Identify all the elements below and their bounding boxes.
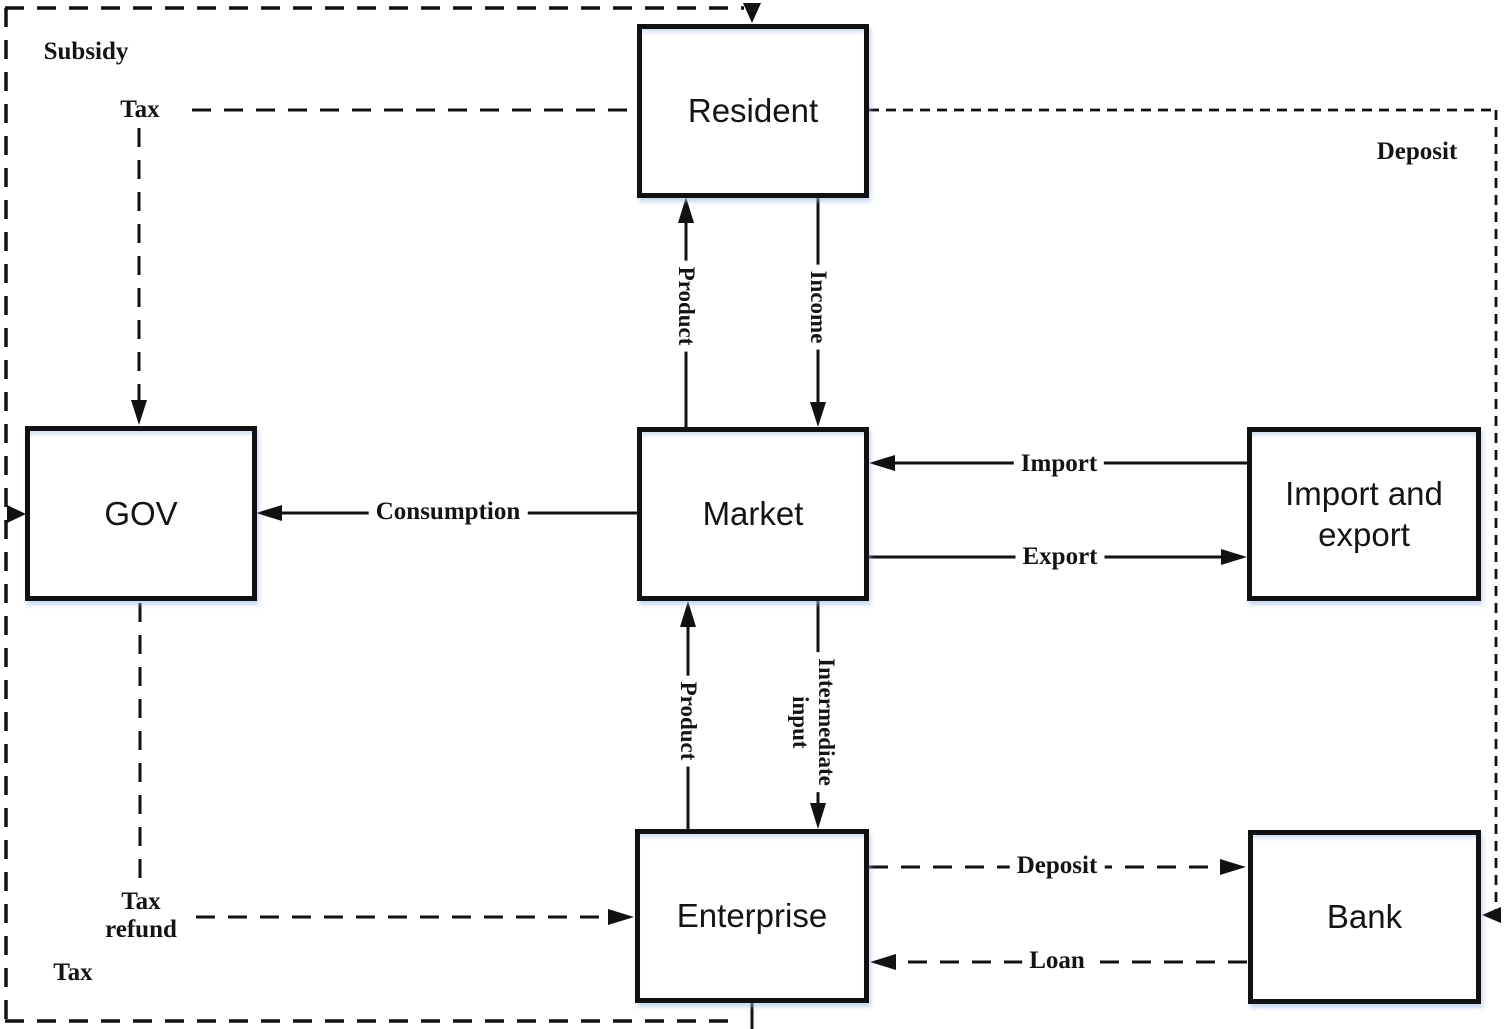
label-export: Export [1015, 542, 1105, 572]
node-market: Market [637, 427, 869, 601]
label-import: Import [1013, 449, 1105, 479]
node-bank: Bank [1248, 830, 1481, 1004]
arrowhead-tax-into-gov-left [7, 505, 26, 523]
label-tax-resident-to-gov: Tax [113, 95, 167, 125]
arrowhead-tax-refund-into-enterprise [608, 909, 634, 925]
label-loan: Loan [1022, 946, 1092, 976]
arrowhead-tax-into-gov-top [131, 400, 147, 425]
arrowhead-loan-into-enterprise [870, 954, 896, 970]
node-gov: GOV [25, 426, 257, 601]
label-subsidy: Subsidy [36, 37, 136, 67]
label-intermediate-input: Intermediate input [786, 652, 840, 792]
arrowhead-import-into-market [869, 455, 895, 471]
arrowhead-intermediate-into-enterprise [810, 803, 826, 829]
label-tax-refund: Tax refund [98, 887, 184, 945]
arrowhead-deposit-into-bank-left [1220, 859, 1246, 875]
label-income: Income [804, 264, 832, 350]
arrowhead-subsidy-into-resident [743, 3, 761, 23]
arrowhead-deposit-into-bank-right [1482, 907, 1501, 923]
arrowhead-product-into-market [680, 601, 696, 627]
node-resident: Resident [637, 24, 869, 198]
arrowhead-income-into-market [810, 402, 826, 427]
label-tax-enterprise-to-gov: Tax [46, 958, 100, 988]
node-import-export: Import and export [1247, 427, 1481, 601]
label-deposit-enterprise: Deposit [1009, 851, 1105, 881]
node-enterprise: Enterprise [635, 829, 869, 1003]
arrowhead-product-into-resident [678, 197, 694, 223]
label-product-enterprise-to-market: Product [674, 675, 702, 767]
arrowhead-export-into-import-export [1221, 549, 1247, 565]
label-consumption: Consumption [368, 497, 528, 527]
label-product-market-to-resident: Product [672, 260, 700, 352]
arrowhead-consumption-into-gov [256, 505, 282, 521]
label-deposit-resident: Deposit [1369, 137, 1465, 167]
